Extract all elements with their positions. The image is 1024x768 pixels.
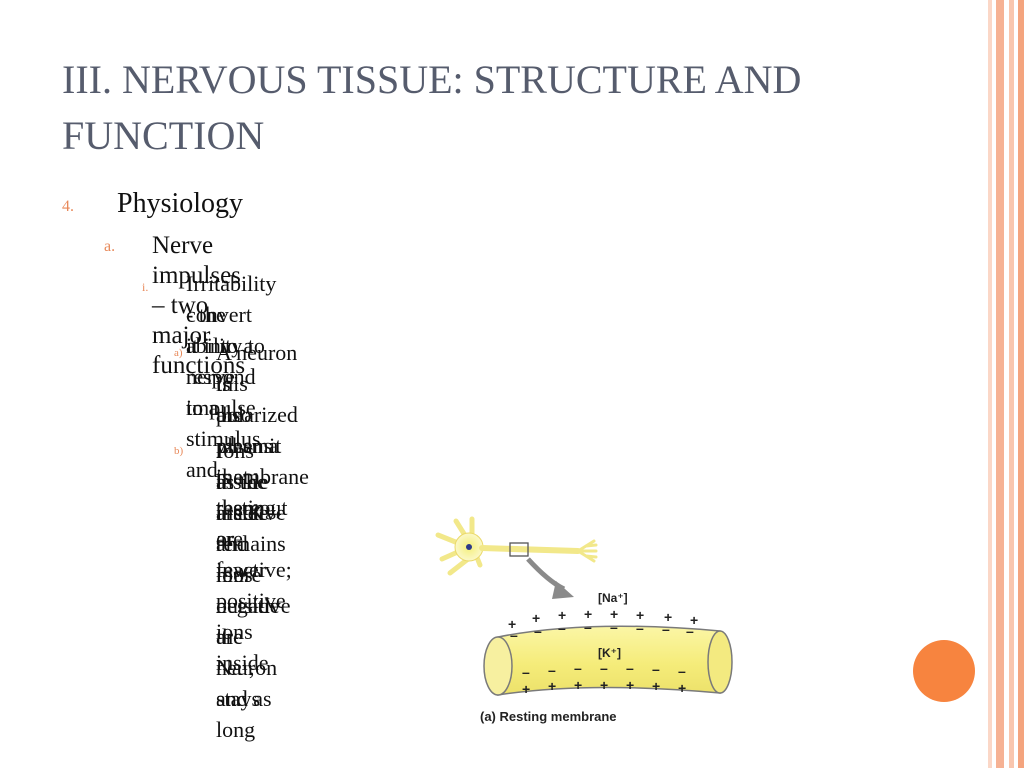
minus-sign: – (678, 663, 686, 679)
plus-sign: + (548, 678, 556, 694)
minus-sign: – (548, 662, 556, 678)
slide-title: III. NERVOUS TISSUE: STRUCTURE AND FUNCT… (62, 57, 802, 158)
plus-sign: + (584, 606, 592, 622)
superscript-plus: + (241, 658, 249, 673)
curved-arrow-icon (526, 557, 574, 599)
list-text-line-3: inactive (216, 500, 286, 525)
list-text-line-2: this also means that there are fewer pos… (216, 371, 286, 675)
minus-sign: – (574, 660, 582, 676)
list-marker: a) (174, 347, 183, 359)
figure-caption: (a) Resting membrane (480, 709, 617, 724)
decorative-side-stripes (980, 0, 1024, 768)
plus-sign: + (652, 678, 660, 694)
minus-sign: – (600, 660, 608, 676)
list-text: Physiology (117, 188, 244, 219)
list-marker: b) (174, 445, 184, 457)
plus-sign: + (558, 607, 566, 623)
list-text-line-3: the plasma membrane than out (216, 402, 309, 520)
potassium-label: [K⁺] (598, 646, 621, 660)
minus-sign: – (686, 623, 694, 639)
list-marker: a. (104, 238, 116, 255)
text-part: , and as long (216, 655, 272, 742)
minus-sign: – (662, 621, 670, 637)
plus-sign: + (508, 616, 516, 632)
text-part: Ions inside are K (216, 438, 269, 525)
minus-sign: – (652, 661, 660, 677)
neuron-icon (435, 516, 598, 576)
text-part: and ions outside are Na (216, 531, 280, 680)
plus-sign: + (522, 681, 530, 697)
list-text-line-2: convert it into a nerve impulse (186, 302, 256, 420)
plus-sign: + (610, 606, 618, 622)
resting-membrane-figure: [Na⁺] [K⁺] + + + + + + + + – – – – – – –… (435, 516, 733, 724)
stripe-4 (1018, 0, 1024, 768)
minus-sign: – (534, 623, 542, 639)
list-text-line-1: Ions inside are K+ and ions outside are … (216, 435, 280, 745)
plus-sign: + (678, 680, 686, 696)
plus-sign: + (626, 677, 634, 693)
stripe-1 (988, 0, 992, 768)
accent-circle (913, 640, 975, 702)
list-marker: i. (142, 280, 149, 294)
list-text-line-2: as the inside remains more negative the … (216, 469, 291, 711)
minus-sign: – (636, 620, 644, 636)
list-text: Nerve impulses – two major functions (152, 232, 246, 379)
stripe-3 (1009, 0, 1014, 768)
stripe-2 (996, 0, 1004, 768)
minus-sign: – (558, 620, 566, 636)
plus-sign: + (600, 677, 608, 693)
list-marker: 4. (62, 198, 74, 215)
minus-sign: – (510, 627, 518, 643)
minus-sign: – (522, 664, 530, 680)
superscript-plus: + (264, 503, 272, 518)
sodium-label: [Na⁺] (598, 591, 628, 605)
plus-sign: + (532, 610, 540, 626)
list-text-line-1: A neuron is polarized when it is resting… (216, 340, 298, 582)
list-text-line-1: Irritability - the ability to respond to… (186, 271, 277, 482)
plus-sign: + (690, 612, 698, 628)
plus-sign: + (574, 677, 582, 693)
plus-sign: + (664, 609, 672, 625)
minus-sign: – (610, 619, 618, 635)
minus-sign: – (626, 660, 634, 676)
plus-sign: + (636, 607, 644, 623)
minus-sign: – (584, 619, 592, 635)
axon-membrane-icon (483, 625, 733, 696)
